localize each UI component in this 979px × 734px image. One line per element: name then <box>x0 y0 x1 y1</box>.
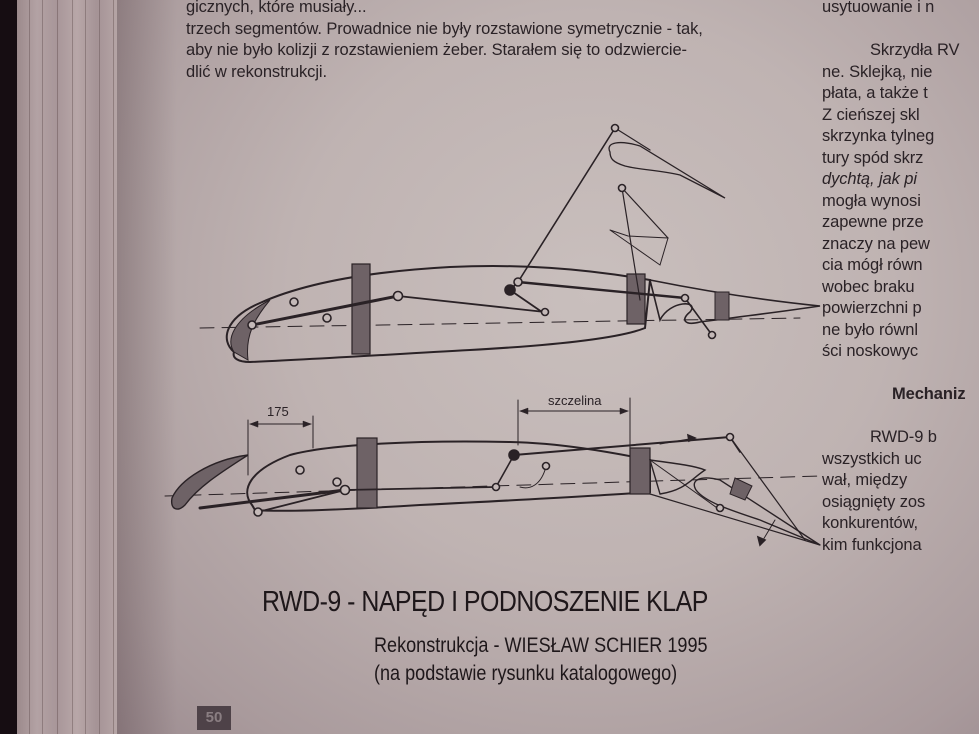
text-line: zapewne prze <box>822 213 924 231</box>
text-line: dlić w rekonstrukcji. <box>186 62 327 81</box>
section-heading: Mechaniz <box>892 385 966 403</box>
page-stack <box>17 0 117 734</box>
text-line: ści noskowyc <box>822 342 918 360</box>
text-line: wał, między <box>822 471 908 489</box>
gutter-shadow <box>117 0 177 734</box>
flap-mechanism-diagram: 175 szczelina <box>164 123 821 547</box>
text-line: Skrzydła RV <box>870 41 960 59</box>
text-line: usytuowanie i n <box>822 0 935 16</box>
text-line: wszystkich uc <box>822 449 922 468</box>
text-line: gicznych, które musiały... <box>186 0 367 16</box>
text-line: Z cieńszej skl <box>822 105 920 124</box>
text-line: kim funkcjona <box>822 535 922 554</box>
figure-credit: Rekonstrukcja - WIESŁAW SCHIER 1995 <box>374 634 708 657</box>
text-line: tury spód skrz <box>822 148 924 167</box>
text-line: skrzynka tylneg <box>822 127 935 145</box>
text-line <box>822 19 979 41</box>
text-line: ne było równl <box>822 320 918 339</box>
dimension-slot-label: szczelina <box>548 393 602 408</box>
text-line: konkurentów, <box>822 514 919 532</box>
right-column-text: usytuowanie i n Skrzydła RV ne. Sklejką,… <box>822 0 979 556</box>
text-line: ne. Sklejką, nie <box>822 62 933 81</box>
text-line: płata, a także t <box>822 84 928 102</box>
text-line <box>822 406 979 428</box>
text-line: osiągnięty zos <box>822 492 926 511</box>
text-line: dychtą, jak pi <box>822 170 917 188</box>
text-line: powierzchni p <box>822 299 922 317</box>
left-column-text: gicznych, które musiały... trzech segmen… <box>186 0 816 83</box>
text-line: RWD-9 b <box>870 428 937 446</box>
figure-source-note: (na podstawie rysunku katalogowego) <box>374 662 678 685</box>
wing-section-bottom <box>164 397 821 547</box>
text-line: mogła wynosi <box>822 191 921 210</box>
text-line <box>822 363 979 385</box>
page-number: 50 <box>197 706 231 730</box>
text-line: znaczy na pew <box>822 234 930 253</box>
text-line: trzech segmentów. Prowadnice nie były ro… <box>186 19 703 38</box>
dimension-175-label: 175 <box>267 404 289 419</box>
wing-section-top <box>199 123 821 364</box>
figure-title: RWD-9 - NAPĘD I PODNOSZENIE KLAP <box>262 586 708 618</box>
figure-subtitle: Rekonstrukcja - WIESŁAW SCHIER 1995 (na … <box>374 632 708 688</box>
text-line: cia mógł równ <box>822 256 923 274</box>
background-edge <box>0 0 17 734</box>
book-page <box>117 0 979 734</box>
text-line: wobec braku <box>822 277 915 296</box>
text-line: aby nie było kolizji z rozstawieniem żeb… <box>186 41 687 59</box>
